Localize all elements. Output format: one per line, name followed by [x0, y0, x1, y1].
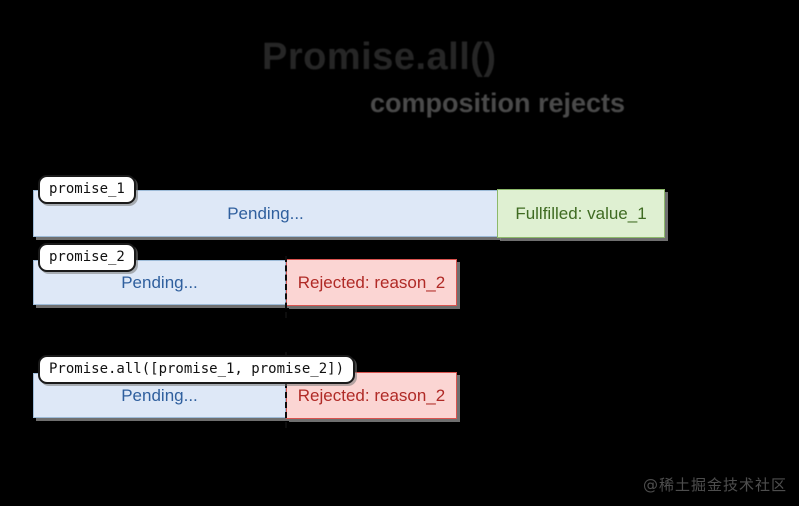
promise-all-pending-label: Pending...: [121, 385, 198, 405]
watermark: @稀土掘金技术社区: [642, 476, 787, 494]
promise-2-pending-label: Pending...: [121, 272, 198, 292]
rejection-time-divider-upper: [285, 256, 287, 318]
page-subtitle: composition rejects: [370, 88, 626, 118]
promise-2-rejected-label: Rejected: reason_2: [297, 272, 446, 292]
promise-1-fulfilled-label: Fullfilled: value_1: [515, 203, 647, 223]
promise-2-rejected-segment: Rejected: reason_2: [286, 259, 457, 306]
callout-promise-all: Promise.all([promise_1, promise_2]): [38, 355, 356, 384]
rejection-time-divider-lower: [285, 352, 287, 428]
callout-promise-1: promise_1: [38, 175, 136, 204]
promise-1-pending-label: Pending...: [227, 203, 304, 223]
callout-promise-2: promise_2: [38, 243, 136, 272]
promise-all-rejected-label: Rejected: reason_2: [297, 385, 446, 405]
page-title: Promise.all(): [262, 36, 497, 78]
promise-1-fulfilled-segment: Fullfilled: value_1: [497, 189, 665, 238]
